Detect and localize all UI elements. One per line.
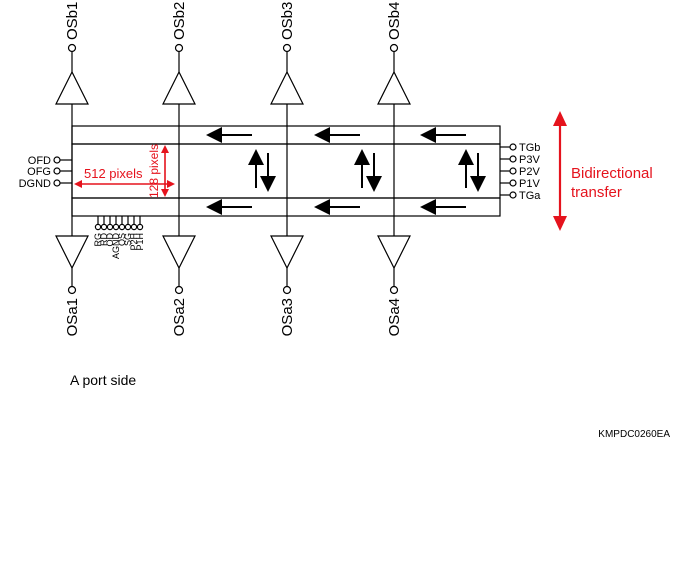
pin-label-tgb: TGb bbox=[519, 142, 540, 154]
pin-label-p2h: P2H bbox=[129, 233, 139, 251]
transfer-label-line2: transfer bbox=[571, 184, 622, 201]
horizontal-transfer-arrows bbox=[206, 127, 466, 215]
amplifier-b2-icon bbox=[162, 70, 196, 105]
terminal-a3 bbox=[282, 285, 292, 295]
arrow-up-icon bbox=[161, 145, 169, 153]
pin-label-p2v: P2V bbox=[519, 166, 540, 178]
right-pin-leads bbox=[500, 143, 517, 199]
pin-label-os: OS bbox=[117, 233, 127, 246]
vertical-transfer-arrows bbox=[248, 149, 486, 192]
output-label-b3: OSb3 bbox=[279, 2, 296, 40]
pin-label-rd: RD bbox=[99, 233, 109, 246]
pin-label-ofd: OFD bbox=[28, 155, 51, 167]
amplifier-b3-icon bbox=[270, 70, 304, 105]
arrow-down-icon bbox=[161, 189, 169, 197]
pin-label-agnd: AGND bbox=[111, 233, 121, 260]
terminal-a1 bbox=[67, 285, 77, 295]
output-label-a3: OSa3 bbox=[279, 298, 296, 336]
amplifier-a2-icon bbox=[162, 235, 196, 270]
figure-code: KMPDC0260EA bbox=[598, 429, 670, 440]
pin-label-p1h: P1H bbox=[135, 233, 145, 251]
output-label-b4: OSb4 bbox=[386, 2, 403, 40]
output-label-a1: OSa1 bbox=[64, 298, 81, 336]
b-amplifiers bbox=[55, 43, 411, 105]
terminal-b4 bbox=[389, 43, 399, 53]
dimension-label-vertical: 128 pixels bbox=[147, 144, 161, 198]
terminal-b3 bbox=[282, 43, 292, 53]
arrow-right-icon bbox=[167, 180, 175, 188]
output-lines bbox=[71, 104, 395, 236]
amplifier-b1-icon bbox=[55, 70, 89, 105]
arrow-left-icon bbox=[74, 180, 82, 188]
pin-label-rg: RG bbox=[93, 233, 103, 247]
pin-label-dgnd: DGND bbox=[19, 178, 51, 190]
amplifier-a4-icon bbox=[377, 235, 411, 270]
dimension-arrows bbox=[74, 145, 175, 197]
dimension-label-horizontal: 512 pixels bbox=[84, 166, 143, 181]
bottom-pin-leads bbox=[94, 216, 144, 231]
pin-label-tga: TGa bbox=[519, 190, 541, 202]
output-label-b1: OSb1 bbox=[64, 2, 81, 40]
output-label-a2: OSa2 bbox=[171, 298, 188, 336]
amplifier-b4-icon bbox=[377, 70, 411, 105]
output-label-a4: OSa4 bbox=[386, 298, 403, 336]
output-label-b2: OSb2 bbox=[171, 2, 188, 40]
pin-label-p1v: P1V bbox=[519, 178, 540, 190]
pin-label-sg: SG bbox=[123, 233, 133, 246]
pin-label-od: OD bbox=[105, 232, 115, 246]
terminal-a2 bbox=[174, 285, 184, 295]
terminal-b1 bbox=[67, 43, 77, 53]
a-port-side-label: A port side bbox=[70, 372, 136, 388]
terminal-a4 bbox=[389, 285, 399, 295]
a-amplifiers bbox=[55, 235, 411, 295]
pin-label-ofg: OFG bbox=[27, 166, 51, 178]
amplifier-a1-icon bbox=[55, 235, 89, 270]
amplifier-a3-icon bbox=[270, 235, 304, 270]
pin-label-p3v: P3V bbox=[519, 154, 540, 166]
left-pin-leads bbox=[53, 156, 72, 187]
transfer-label-line1: Bidirectional bbox=[571, 165, 653, 182]
terminal-b2 bbox=[174, 43, 184, 53]
bidirectional-arrow-icon bbox=[553, 111, 567, 231]
